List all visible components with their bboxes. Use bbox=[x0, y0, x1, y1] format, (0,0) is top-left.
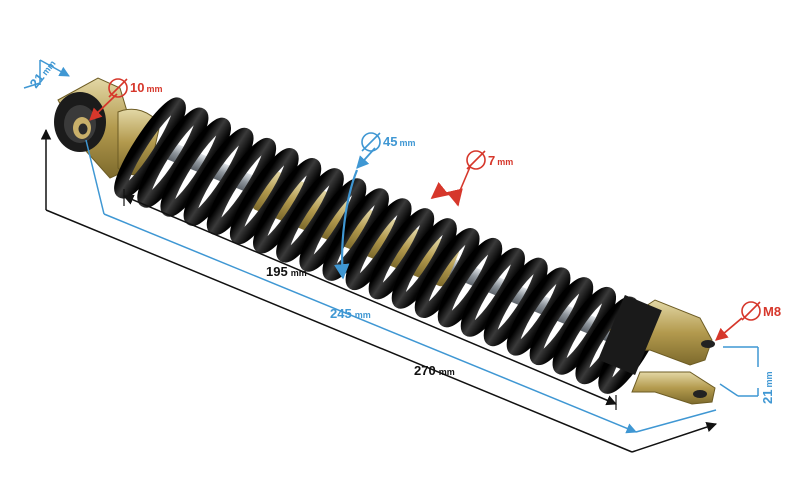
length-spring-line bbox=[123, 194, 617, 406]
thread-arrow bbox=[715, 317, 743, 341]
diameter-icon bbox=[361, 132, 381, 152]
shock-absorber bbox=[54, 77, 716, 405]
diameter-icon bbox=[108, 78, 128, 98]
eye-width-dimension bbox=[23, 82, 41, 89]
fork-thread-label: M8 bbox=[763, 304, 781, 319]
eye-width-arrow bbox=[39, 59, 70, 77]
bore-arrow bbox=[89, 93, 118, 121]
diameter-symbols bbox=[108, 78, 761, 321]
diameter-icon bbox=[466, 150, 486, 170]
diameter-icon bbox=[741, 301, 761, 321]
wire-diameter-arrow bbox=[430, 182, 463, 207]
dimension-lines bbox=[23, 59, 759, 453]
fork-width-label: 21mm bbox=[760, 372, 775, 404]
length-mid-line bbox=[85, 139, 105, 215]
